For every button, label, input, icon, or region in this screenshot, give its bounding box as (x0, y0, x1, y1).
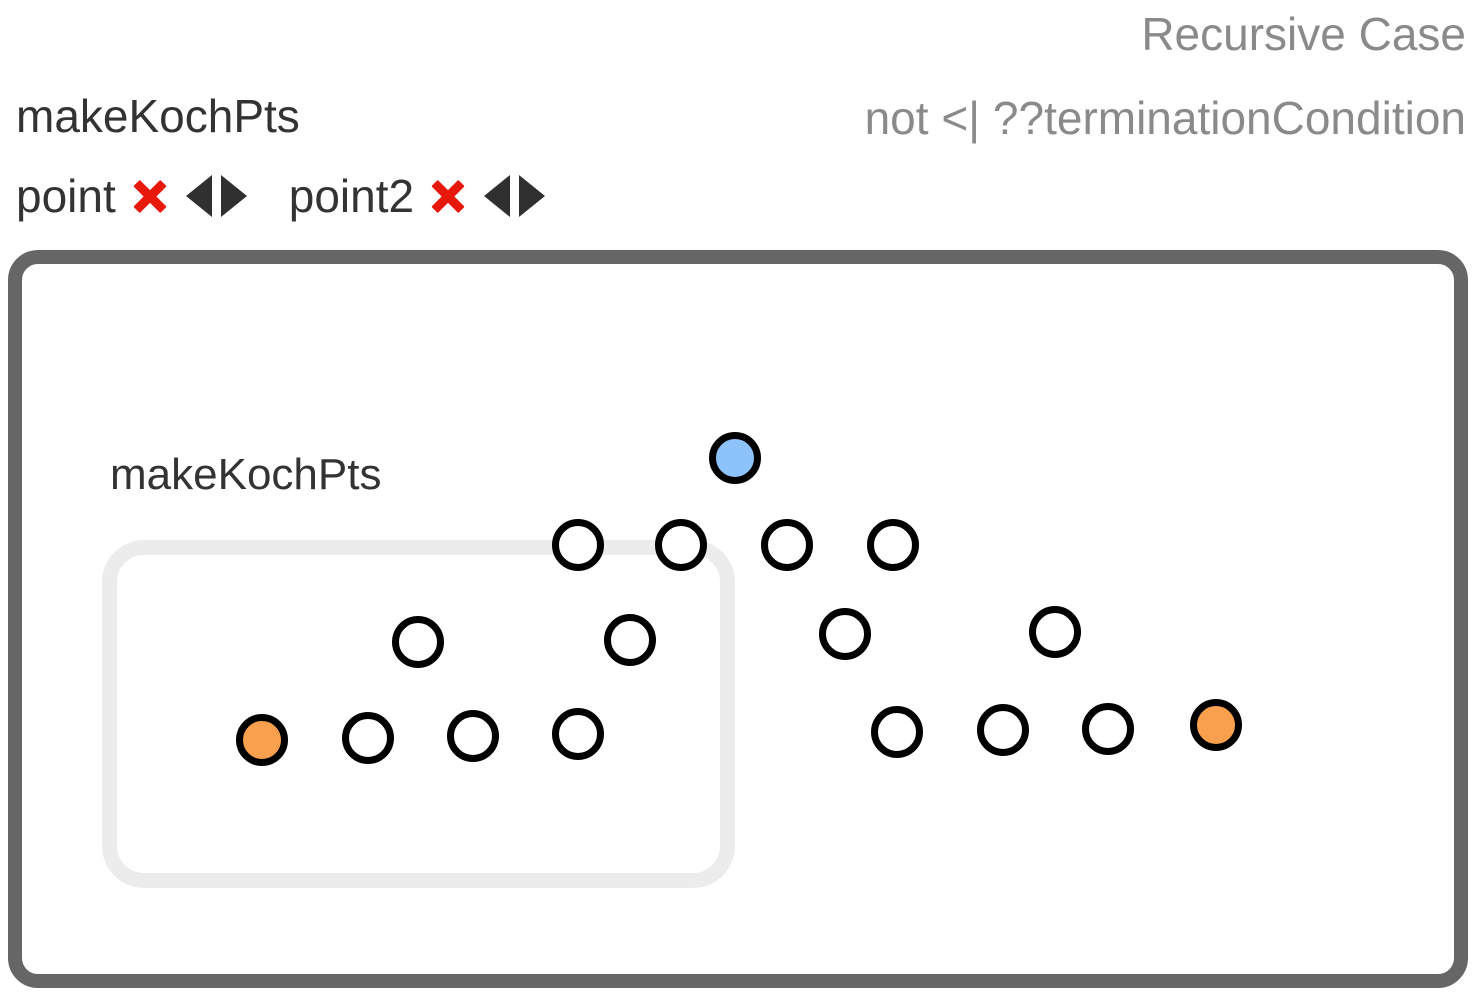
triangle-left-icon[interactable] (484, 175, 511, 217)
parameter-point[interactable]: point (16, 168, 247, 224)
termination-condition-expression[interactable]: not <| ??terminationCondition (864, 92, 1466, 144)
delete-parameter-x-icon[interactable] (132, 178, 168, 214)
parameter-label: point (16, 170, 116, 222)
triangle-left-icon[interactable] (185, 175, 212, 217)
recursive-case-title: Recursive Case (1141, 8, 1466, 60)
parameter-label: point2 (288, 170, 415, 222)
triangle-right-icon[interactable] (519, 175, 546, 217)
delete-parameter-x-icon[interactable] (430, 178, 466, 214)
parameter-nav-arrows[interactable] (484, 175, 546, 217)
triangle-right-icon[interactable] (220, 175, 247, 217)
function-name-label: makeKochPts (16, 90, 300, 142)
parameter-nav-arrows[interactable] (185, 175, 247, 217)
recursive-case-body-frame[interactable] (8, 250, 1468, 988)
parameter-point2[interactable]: point2 (288, 168, 546, 224)
recursive-case-header: Recursive Case not <| ??terminationCondi… (865, 6, 1466, 146)
parameter-row: point point2 (16, 168, 546, 224)
